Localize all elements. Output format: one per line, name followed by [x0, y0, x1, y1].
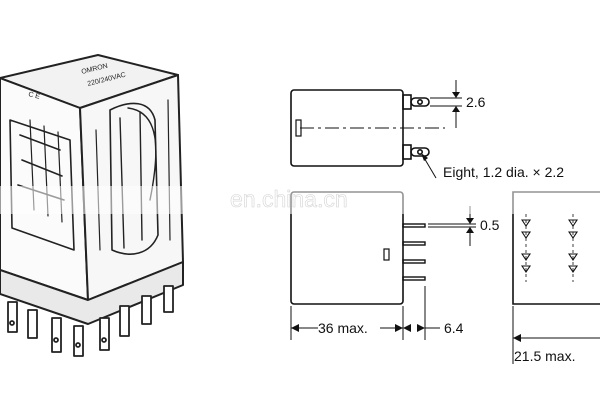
dim-pin-length: 6.4: [444, 320, 464, 336]
relay-armature: [119, 107, 157, 249]
bottom-view-pins: [520, 214, 579, 282]
dim-pin-thickness: 0.5: [480, 217, 500, 233]
relay-base: [0, 261, 184, 325]
top-view-terminals: [402, 94, 430, 160]
dim-pin-width: 2.6: [466, 94, 486, 110]
front-view-pins: [402, 223, 426, 281]
front-view-key: [383, 248, 390, 261]
relay-pins: [7, 285, 174, 357]
dim-pin-note: Eight, 1.2 dia. × 2.2: [443, 164, 564, 180]
dim-body-width: 21.5 max.: [514, 348, 575, 364]
relay-inner-frame: [9, 119, 75, 251]
relay-cert-label: C E: [28, 91, 41, 101]
watermark-text: en.china.cn: [230, 186, 348, 212]
watermark-band: [0, 186, 600, 214]
front-view: [290, 191, 476, 340]
bottom-view: [512, 191, 600, 364]
dim-body-length: 36 max.: [318, 320, 368, 336]
top-view: [290, 80, 462, 179]
relay-springs: [29, 99, 171, 251]
top-view-notch: [295, 119, 302, 137]
relay-coil: [109, 102, 159, 255]
